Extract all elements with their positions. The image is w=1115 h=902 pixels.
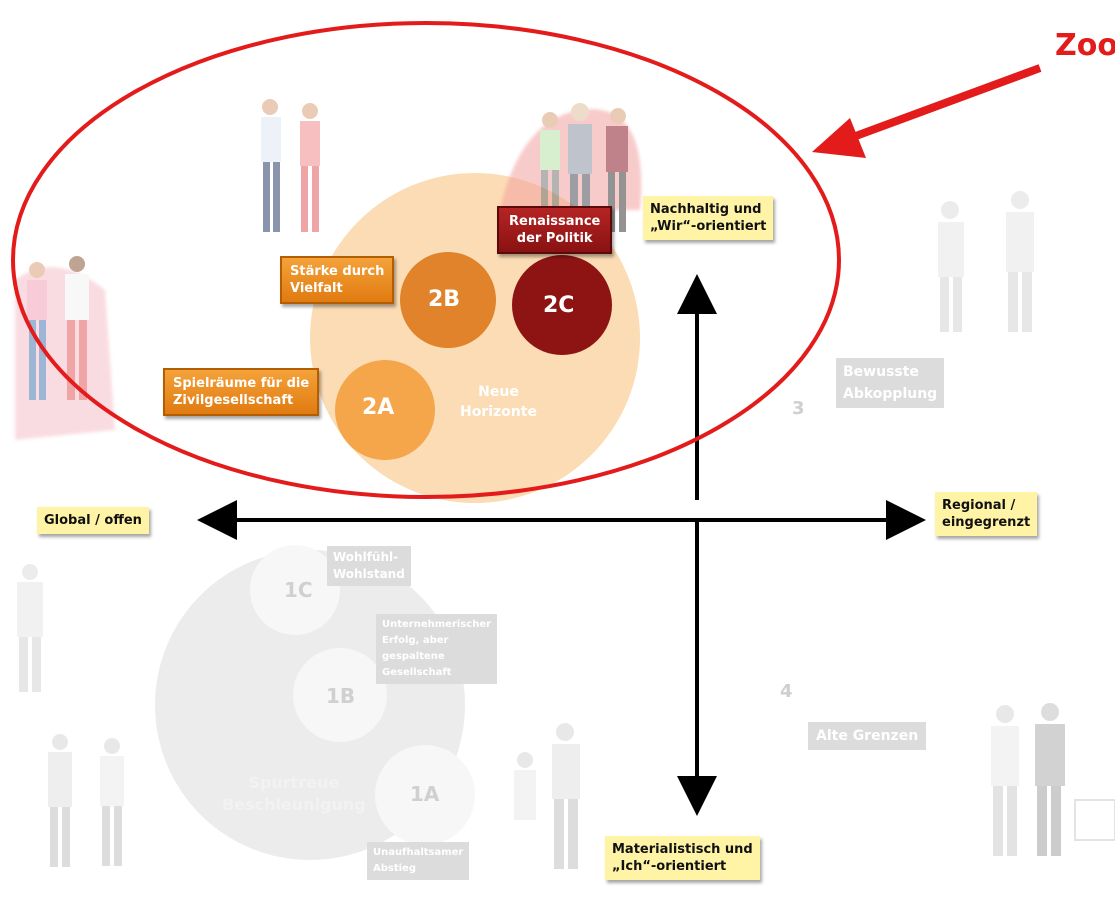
circle-2a-label: 2A	[362, 395, 395, 420]
circle-2c	[512, 255, 612, 355]
circle-2b-label: 2B	[428, 287, 461, 312]
scenario2-name: Neue Horizonte	[460, 382, 537, 422]
axis-label-regional-line1: Regional /	[942, 498, 1016, 513]
scenario2-name-line2: Horizonte	[460, 404, 537, 420]
label-1c: Wohlfühl- Wohlstand	[327, 546, 411, 586]
label-2c: Renaissance der Politik	[497, 206, 613, 254]
label-1b: Unternehmerischer Erfolg, aber gespalten…	[376, 614, 498, 684]
label-1b-line4: Gesellschaft	[382, 667, 452, 678]
axis-label-global: Global / offen	[37, 507, 149, 534]
quadrant3-label: Bewusste Abkopplung	[836, 358, 945, 408]
scenario1-name: Spurtreue Beschleunigung	[222, 772, 366, 816]
zoom-text: Zoo	[1055, 28, 1115, 63]
axis-label-sustainable-line1: Nachhaltig und	[650, 202, 762, 217]
axis-label-regional: Regional / eingegrenzt	[935, 492, 1038, 536]
circle-1a	[375, 745, 475, 845]
scenario1-name-line1: Spurtreue	[248, 773, 340, 792]
axis-label-sustainable: Nachhaltig und „Wir“-orientiert	[643, 196, 774, 240]
label-2a: Spielräume für die Zivilgesellschaft	[163, 368, 320, 416]
circle-1b	[293, 648, 387, 742]
axis-label-materialistic: Materialistisch und „Ich“-orientiert	[605, 836, 760, 880]
circle-2c-label: 2C	[543, 293, 575, 318]
zoom-arrow-shaft	[843, 64, 1042, 144]
label-1a-line1: Unaufhaltsamer	[373, 847, 464, 858]
label-1b-line3: gespaltene	[382, 651, 445, 662]
label-2b-line1: Stärke durch	[290, 264, 385, 279]
circle-1b-label: 1B	[326, 684, 356, 708]
quadrant3-label-line1: Bewusste	[843, 364, 919, 380]
label-2a-line1: Spielräume für die	[173, 376, 310, 391]
scenario1-name-line2: Beschleunigung	[222, 795, 366, 814]
label-1c-line1: Wohlfühl-	[333, 550, 399, 564]
circle-1c	[250, 545, 340, 635]
axis-label-materialistic-line1: Materialistisch und	[612, 842, 753, 857]
label-1b-line1: Unternehmerischer	[382, 619, 492, 630]
label-2b-line2: Vielfalt	[290, 281, 343, 296]
circle-2a	[335, 360, 435, 460]
label-1b-line2: Erfolg, aber	[382, 635, 449, 646]
quadrant3-label-line2: Abkopplung	[843, 386, 938, 402]
zoom-arrow-head	[812, 118, 866, 158]
quadrant4-label: Alte Grenzen	[808, 722, 927, 750]
axis-label-sustainable-line2: „Wir“-orientiert	[650, 219, 767, 234]
label-1a: Unaufhaltsamer Abstieg	[367, 842, 470, 880]
label-2c-line1: Renaissance	[509, 214, 601, 229]
quadrant3-number: 3	[792, 398, 805, 419]
axis-label-materialistic-line2: „Ich“-orientiert	[612, 859, 727, 874]
circle-1a-label: 1A	[410, 782, 440, 806]
label-2c-line2: der Politik	[516, 231, 593, 246]
circle-1c-label: 1C	[284, 578, 313, 602]
label-2a-line2: Zivilgesellschaft	[173, 393, 294, 408]
quadrant4-number: 4	[780, 681, 793, 702]
axis-label-regional-line2: eingegrenzt	[942, 515, 1031, 530]
label-1a-line2: Abstieg	[373, 863, 416, 874]
label-1c-line2: Wohlstand	[333, 567, 405, 581]
circle-2b	[400, 252, 496, 348]
label-2b: Stärke durch Vielfalt	[280, 256, 395, 304]
scenario2-name-line1: Neue	[478, 384, 519, 400]
zoom-ellipse	[11, 21, 841, 499]
